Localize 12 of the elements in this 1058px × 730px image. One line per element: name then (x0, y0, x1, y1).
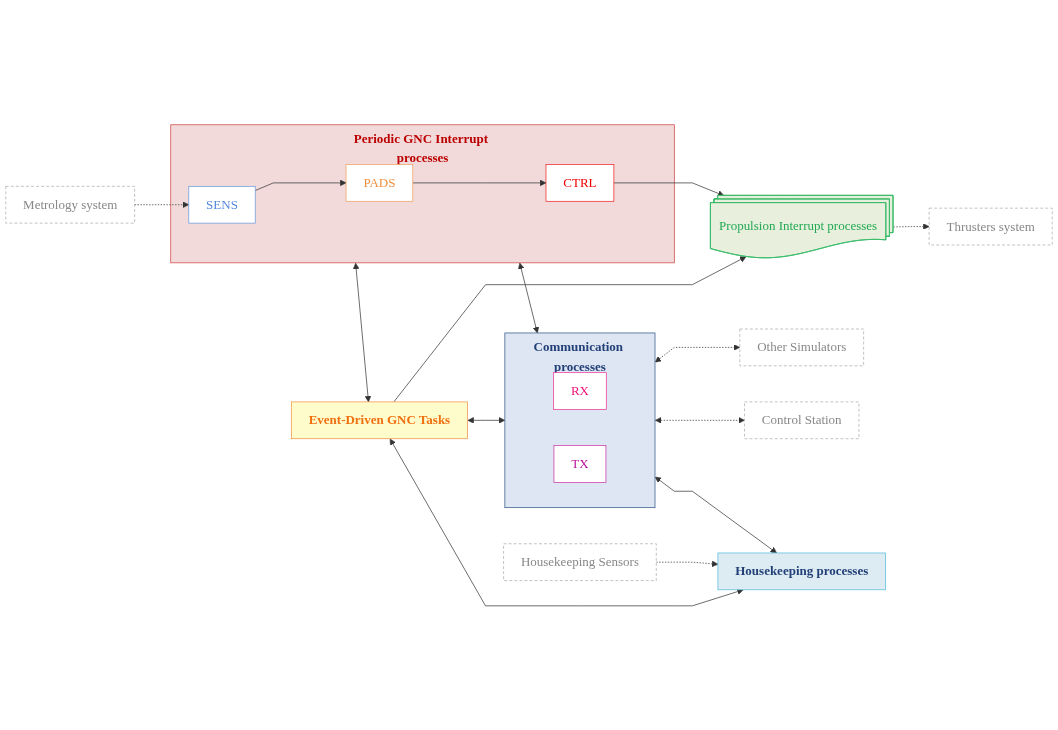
node-box: Thrusters system (928, 207, 1053, 245)
node-box: Metrology system (5, 185, 135, 224)
node-box: Housekeeping Sensors (503, 543, 657, 581)
node-box: RX (553, 372, 607, 410)
node-box: CTRL (545, 163, 615, 202)
node-box: TX (553, 444, 607, 483)
node-box: SENS (188, 185, 256, 224)
node-box: Other Simulators (739, 328, 864, 366)
node-box: PADS (345, 163, 414, 202)
node-box: Control Station (744, 401, 860, 439)
node-box: Event-Driven GNC Tasks (290, 401, 468, 439)
node-box: Housekeeping processes (717, 552, 886, 590)
